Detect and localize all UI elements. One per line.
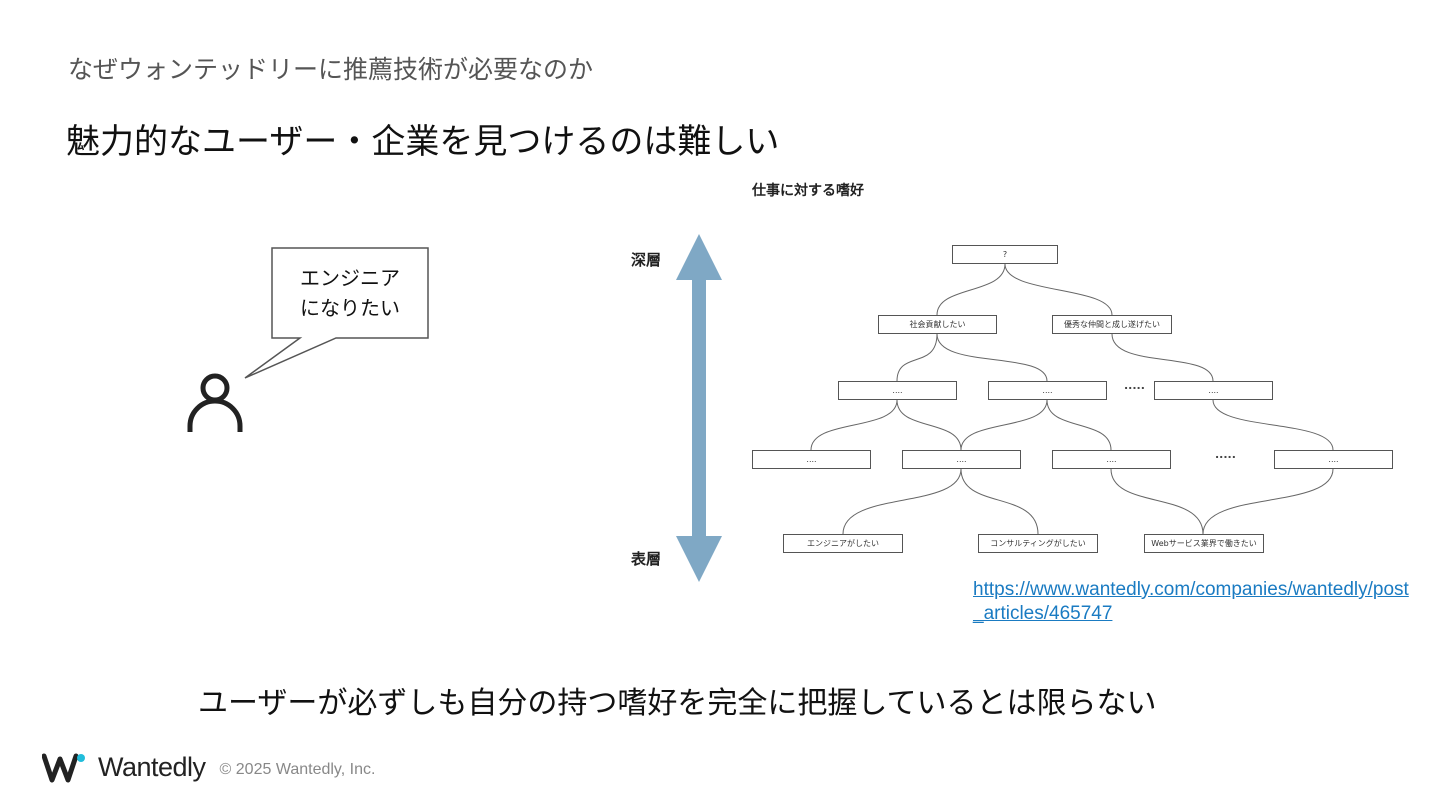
tree-node-level2: .... [1154, 381, 1273, 400]
speech-line-2: になりたい [300, 296, 400, 320]
brand-name: Wantedly [98, 752, 206, 782]
slide-conclusion: ユーザーが必ずしも自分の持つ嗜好を完全に把握しているとは限らない [198, 686, 1157, 721]
speech-bubble-text: エンジニア になりたい [272, 263, 428, 323]
axis-label-surface: 表層 [631, 550, 662, 568]
tree-ellipsis: ..... [1215, 448, 1236, 461]
slide-subtitle: なぜウォンテッドリーに推薦技術が必要なのか [68, 55, 594, 84]
tree-node-level2: .... [838, 381, 957, 400]
tree-node-social-contribution: 社会貢献したい [878, 315, 997, 334]
tree-node-level3: .... [1052, 450, 1171, 469]
tree-leaf-consulting: コンサルティングがしたい [978, 534, 1098, 553]
speech-line-1: エンジニア [300, 266, 400, 290]
axis-label-deep: 深層 [631, 251, 662, 269]
tree-node-level3: .... [752, 450, 871, 469]
copyright-text: © 2025 Wantedly, Inc. [219, 760, 376, 778]
slide-headline: 魅力的なユーザー・企業を見つけるのは難しい [66, 122, 780, 162]
person-icon [187, 373, 243, 432]
tree-ellipsis: ..... [1124, 379, 1145, 392]
tree-edges [810, 263, 1334, 535]
tree-node-level3: .... [1274, 450, 1393, 469]
tree-node-great-teammates: 優秀な仲間と成し遂げたい [1052, 315, 1172, 334]
tree-leaf-web-service: Webサービス業界で働きたい [1144, 534, 1264, 553]
diagram-title: 仕事に対する嗜好 [752, 183, 864, 199]
speech-bubble [244, 247, 429, 379]
depth-arrow [676, 234, 722, 582]
tree-node-level2: .... [988, 381, 1107, 400]
user-illustration [187, 247, 429, 432]
tree-node-root: ? [952, 245, 1058, 264]
wantedly-logo-icon [42, 753, 85, 782]
footer: Wantedly © 2025 Wantedly, Inc. [42, 752, 375, 783]
tree-leaf-engineer: エンジニアがしたい [783, 534, 903, 553]
tree-node-level3: .... [902, 450, 1021, 469]
source-link[interactable]: https://www.wantedly.com/companies/wante… [973, 579, 1409, 624]
